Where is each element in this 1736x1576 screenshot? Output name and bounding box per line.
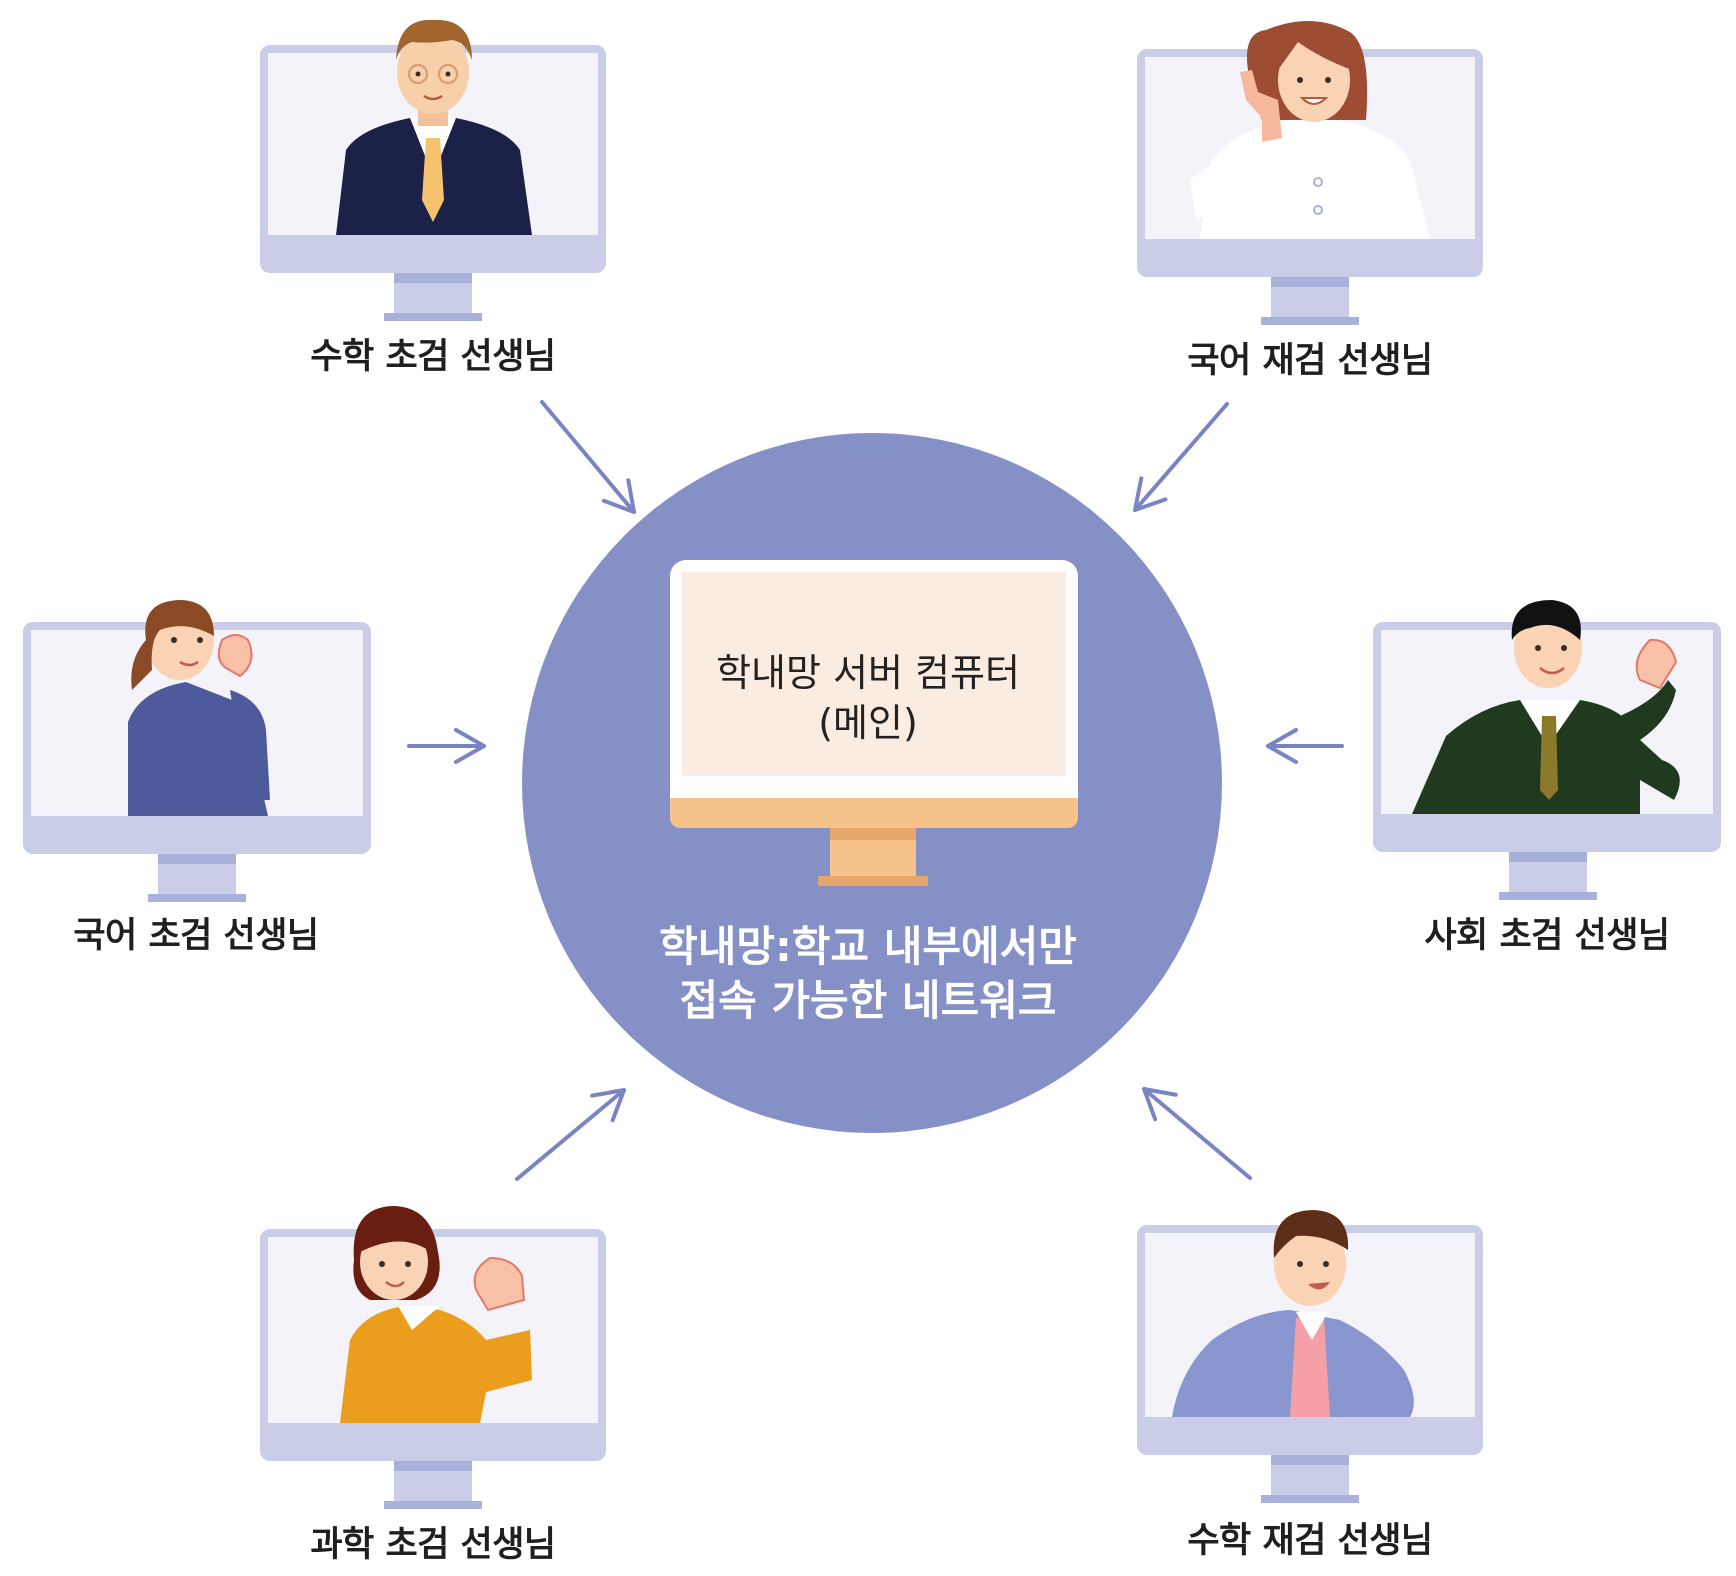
monitor-social-first: [1373, 600, 1721, 900]
monitor-korean-first: [23, 600, 371, 902]
teacher-label-math-first: 수학 초검 선생님: [310, 328, 555, 379]
monitor-math-first: [260, 20, 606, 321]
teacher-label-science-first: 과학 초검 선생님: [310, 1516, 555, 1567]
arrow-math-second: [1144, 1089, 1250, 1178]
server-subtitle: (메인): [638, 698, 1098, 748]
teacher-label-social-first: 사회 초검 선생님: [1424, 907, 1669, 958]
arrow-science-first: [517, 1090, 624, 1179]
server-title: 학내망 서버 컴퓨터 (메인): [638, 648, 1098, 748]
teacher-label-korean-first: 국어 초검 선생님: [73, 907, 318, 958]
network-caption: 학내망:학교 내부에서만 접속 가능한 네트워크: [588, 920, 1148, 1028]
teacher-label-math-second: 수학 재검 선생님: [1187, 1512, 1432, 1563]
arrow-math-first: [542, 402, 634, 512]
network-caption-line2: 접속 가능한 네트워크: [588, 974, 1148, 1028]
network-caption-line1: 학내망:학교 내부에서만: [588, 920, 1148, 974]
server-title-line: 학내망 서버 컴퓨터: [638, 648, 1098, 698]
monitor-science-first: [260, 1206, 606, 1509]
teacher-label-korean-second: 국어 재검 선생님: [1187, 332, 1432, 383]
monitor-math-second: [1137, 1210, 1483, 1503]
arrow-korean-second: [1135, 404, 1227, 510]
monitor-korean-second: [1137, 21, 1483, 325]
